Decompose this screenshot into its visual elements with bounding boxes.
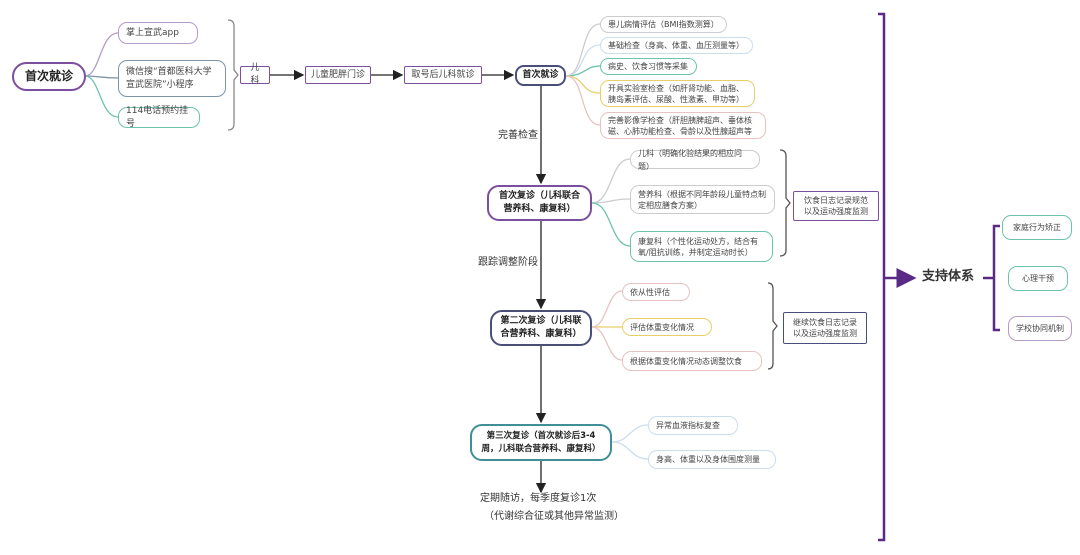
followup2-item: 根据体重变化情况动态调整饮食: [622, 351, 762, 371]
final-followup-line1: 定期随访，每季度复诊1次: [480, 493, 597, 504]
followup2-summary: 继续饮食日志记录以及运动强度监测: [783, 312, 867, 344]
flow-obesity-clinic: 儿童肥胖门诊: [305, 66, 371, 84]
final-followup-line2: （代谢综合征或其他异常监测）: [484, 511, 624, 522]
channel-wechat: 微信搜“首都医科大学宣武医院”小程序: [118, 60, 226, 97]
followup1-node: 首次复诊（儿科联合营养科、康复科）: [487, 185, 592, 221]
exam-item: 病史、饮食习惯等采集: [600, 58, 697, 75]
exam-item: 基础检查（身高、体重、血压测量等）: [600, 37, 753, 54]
support-item: 家庭行为矫正: [1002, 215, 1072, 240]
support-system-title: 支持体系: [922, 269, 975, 284]
flow-take-number: 取号后儿科就诊: [404, 66, 482, 84]
support-item: 学校协同机制: [1008, 316, 1072, 341]
exam-item: 开具实验室检查（如肝肾功能、血脂、胰岛素评估、尿酸、性激素、甲功等）: [600, 80, 755, 107]
followup3-node: 第三次复诊（首次就诊后3-4周，儿科联合营养科、康复科）: [470, 424, 612, 461]
flow-pediatrics: 儿科: [240, 63, 270, 86]
followup2-item: 依从性评估: [622, 283, 690, 301]
followup2-node: 第二次复诊（儿科联合营养科、康复科）: [490, 310, 592, 346]
exam-item: 患儿病情评估（BMI指数测算）: [600, 16, 727, 33]
followup2-item: 评估体重变化情况: [622, 318, 712, 336]
followup1-item: 儿科（明确化验结果的相应问题）: [630, 149, 760, 171]
followup1-item: 营养科（根据不同年龄段儿童特点制定相应膳食方案）: [630, 185, 775, 214]
followup3-item: 身高、体重以及身体围度测量: [648, 450, 776, 469]
exam-item: 完善影像学检查（肝胆胰脾超声、垂体核磁、心肺功能检查、骨龄以及性腺超声等: [600, 112, 766, 139]
followup1-summary: 饮食日志记录规范以及运动强度监测: [793, 191, 879, 221]
followup1-item: 康复科（个性化运动处方，结合有氧/阻抗训练，并制定运动时长）: [630, 231, 773, 262]
channel-phone: 114电话预约挂号: [118, 106, 200, 129]
label-tracking-phase: 跟踪调整阶段: [478, 257, 538, 268]
support-item: 心理干预: [1008, 266, 1068, 291]
root-first-visit: 首次就诊: [12, 62, 86, 91]
followup3-item: 异常血液指标复查: [648, 416, 738, 435]
channel-app: 掌上宣武app: [118, 22, 198, 44]
label-complete-exam: 完善检查: [498, 130, 538, 141]
flow-first-visit: 首次就诊: [515, 65, 566, 86]
